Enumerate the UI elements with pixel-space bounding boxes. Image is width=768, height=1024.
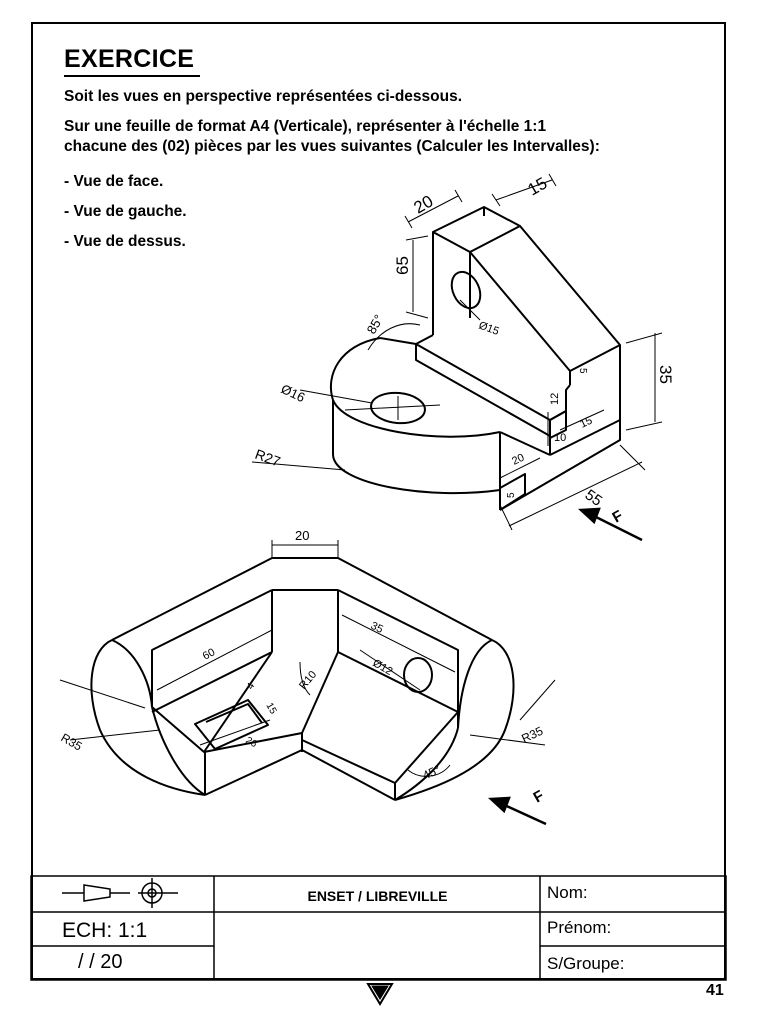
- dim-20-base: 20: [510, 452, 526, 468]
- piece-1-dimension-lines: [251, 173, 663, 531]
- dim-phi15: Ø15: [477, 320, 501, 338]
- arrow-label-f-1: F: [610, 507, 626, 526]
- dim-r35-right: R35: [519, 724, 545, 746]
- piece-2-dimension-lines: [59, 540, 556, 777]
- scale-label: ECH: 1:1: [62, 919, 148, 942]
- dim-r27: R27: [253, 446, 283, 470]
- firstname-field-label[interactable]: Prénom:: [547, 918, 612, 937]
- dim-5-base: 5: [506, 492, 517, 498]
- group-field-label[interactable]: S/Groupe:: [547, 954, 625, 973]
- dim-12: 12: [549, 393, 561, 405]
- title-block-lines: [30, 875, 727, 981]
- sheet-count: / / 20: [78, 951, 123, 973]
- dim-35-p2: 35: [369, 620, 385, 636]
- piece-2-drawing: [90, 557, 515, 801]
- dim-20-p2: 20: [295, 528, 309, 543]
- dim-60: 60: [201, 646, 217, 662]
- view-item-left: - Vue de gauche.: [64, 203, 187, 220]
- dim-phi16: Ø16: [279, 381, 308, 405]
- dim-20-top: 20: [411, 192, 437, 218]
- dim-15-step: 15: [578, 415, 594, 431]
- dim-10: 10: [554, 432, 566, 444]
- dim-35: 35: [656, 365, 675, 384]
- page-number: 41: [706, 982, 724, 999]
- piece-1-drawing: [329, 206, 621, 511]
- name-field-label[interactable]: Nom:: [547, 883, 588, 902]
- dim-5-upright: 5: [577, 368, 588, 374]
- view-item-face: - Vue de face.: [64, 173, 164, 190]
- dim-15-p2: 15: [263, 701, 278, 717]
- dim-55: 55: [582, 486, 605, 509]
- piece-2-dimension-text: 20 60 35 Ø12 R10 4 15 26 R35 R35 45° F: [59, 528, 547, 806]
- logo-icon: [366, 983, 394, 1006]
- dim-4: 4: [245, 681, 258, 692]
- exercise-title: EXERCICE: [64, 45, 195, 73]
- dim-15-top: 15: [525, 174, 551, 200]
- instruction-line-3: chacune des (02) pièces par les vues sui…: [64, 138, 600, 155]
- arrow-label-f-2: F: [531, 787, 547, 806]
- projection-symbol-icon: [62, 878, 178, 908]
- arrow-icon: [487, 796, 547, 826]
- dim-r35-left: R35: [59, 730, 85, 753]
- dim-65: 65: [393, 256, 412, 275]
- arrow-icon: [577, 507, 643, 542]
- page-frame: [31, 22, 726, 980]
- instruction-line-2: Sur une feuille de format A4 (Verticale)…: [64, 118, 547, 135]
- title-underline: [64, 75, 200, 77]
- dim-26: 26: [244, 735, 260, 750]
- school-name: ENSET / LIBREVILLE: [307, 888, 448, 904]
- view-item-top: - Vue de dessus.: [64, 233, 186, 250]
- instruction-line-1: Soit les vues en perspective représentée…: [64, 88, 463, 105]
